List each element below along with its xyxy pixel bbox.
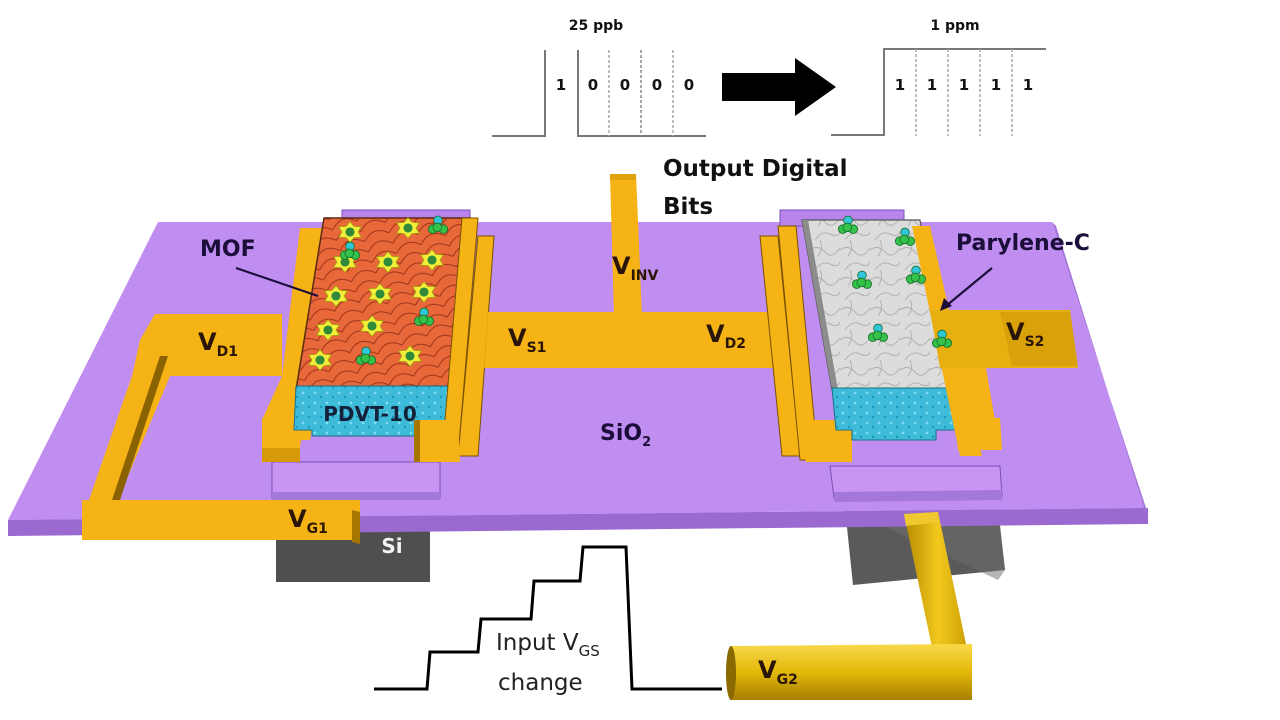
mof-star-core: [427, 255, 437, 265]
waveform-1ppm: 1 ppm 1 1 1 1 1: [831, 18, 1046, 136]
waveform-25ppb: 25 ppb 1 0 0 0 0: [492, 18, 706, 137]
center-bus-electrode: [484, 174, 784, 368]
waveform-line: [492, 50, 546, 137]
input-caption-line1: Input VGS: [496, 630, 600, 660]
mof-star-clusters: [308, 215, 448, 372]
waveform-header: 25 ppb: [569, 18, 623, 34]
parylene-pointer-line: [945, 267, 993, 307]
input-caption-main: Input V: [496, 630, 579, 656]
vd1-main: V: [198, 328, 217, 356]
vs1-label: VS1: [508, 324, 546, 356]
mof-star-core: [315, 355, 325, 365]
analyte-atom: [344, 248, 355, 259]
input-caption: Input VGS change: [496, 630, 600, 696]
waveform-header: 1 ppm: [930, 18, 979, 34]
output-caption-line2: Bits: [663, 194, 713, 220]
bit-value: 0: [652, 76, 662, 94]
bit-value: 1: [1023, 76, 1033, 94]
bit-value: 0: [588, 76, 598, 94]
bit-value: 0: [684, 76, 694, 94]
mof-pointer-line: [235, 266, 319, 298]
mof-star-core: [383, 257, 393, 267]
vs1-main: V: [508, 324, 527, 352]
arrow-right-icon: [722, 58, 836, 116]
mof-star-core: [367, 321, 377, 331]
vg1-sub: G1: [307, 521, 328, 537]
mof-star-core: [405, 351, 415, 361]
parylene-label: Parylene-C: [956, 231, 1090, 256]
analyte-atom: [910, 272, 921, 283]
bit-value: 1: [959, 76, 969, 94]
mof-star-core: [345, 227, 355, 237]
parylene-pointer: Parylene-C: [940, 231, 1090, 311]
vg2-label: VG2: [758, 656, 798, 688]
vd1-sub: D1: [217, 344, 238, 360]
input-caption-line2: change: [498, 670, 583, 696]
mof-star-core: [323, 325, 333, 335]
bit-value: 1: [556, 76, 566, 94]
vd1-label: VD1: [198, 328, 238, 360]
waveform-line: [577, 50, 706, 137]
mof-pointer: MOF: [200, 237, 319, 298]
mof-star-core: [419, 287, 429, 297]
bit-value: 1: [895, 76, 905, 94]
input-vgs-waveform: [374, 545, 722, 691]
vg2-sub: G2: [777, 672, 798, 688]
vd2-sub: D2: [725, 336, 746, 352]
output-caption: Output Digital Bits: [663, 156, 847, 220]
waveform-line: [831, 48, 1046, 136]
vs1-electrode: [414, 217, 495, 462]
si-label: Si: [381, 534, 402, 558]
vs2-sub: S2: [1025, 334, 1045, 350]
mof-label: MOF: [200, 237, 256, 262]
pdvt-label: PDVT-10: [323, 402, 417, 426]
mof-star-core: [403, 223, 413, 233]
vs2-main: V: [1006, 318, 1025, 346]
analyte-atom: [842, 222, 853, 233]
vs2-label: VS2: [1006, 318, 1044, 350]
input-caption-sub: GS: [579, 642, 600, 660]
sio2-sub: 2: [642, 435, 651, 450]
vd2-main: V: [706, 320, 725, 348]
arrowhead-icon: [940, 298, 952, 311]
sio2-main: SiO: [600, 421, 642, 446]
vinv-sub: INV: [631, 268, 659, 284]
mof-star-core: [375, 289, 385, 299]
analyte-atom: [899, 234, 910, 245]
vg1-label: VG1: [288, 505, 328, 537]
analyte-atom: [432, 222, 443, 233]
analyte-molecules: [838, 215, 952, 348]
bit-value: 0: [620, 76, 630, 94]
mof-star-core: [340, 257, 350, 267]
bit-value: 1: [927, 76, 937, 94]
bit-value: 1: [991, 76, 1001, 94]
analyte-atom: [360, 353, 371, 364]
analyte-atom: [418, 314, 429, 325]
vg2-electrode: [726, 512, 972, 700]
vs1-sub: S1: [527, 340, 547, 356]
vd2-label: VD2: [706, 320, 746, 352]
sio2-label: SiO2: [600, 421, 651, 450]
analyte-atom: [936, 336, 947, 347]
vd2-electrode: [759, 225, 852, 462]
analyte-atom: [872, 330, 883, 341]
mof-star-core: [331, 291, 341, 301]
vinv-main: V: [612, 252, 631, 280]
output-caption-line1: Output Digital: [663, 156, 847, 182]
analyte-atom: [856, 277, 867, 288]
vg2-main: V: [758, 656, 777, 684]
vg1-main: V: [288, 505, 307, 533]
vinv-label: VINV: [612, 252, 659, 284]
